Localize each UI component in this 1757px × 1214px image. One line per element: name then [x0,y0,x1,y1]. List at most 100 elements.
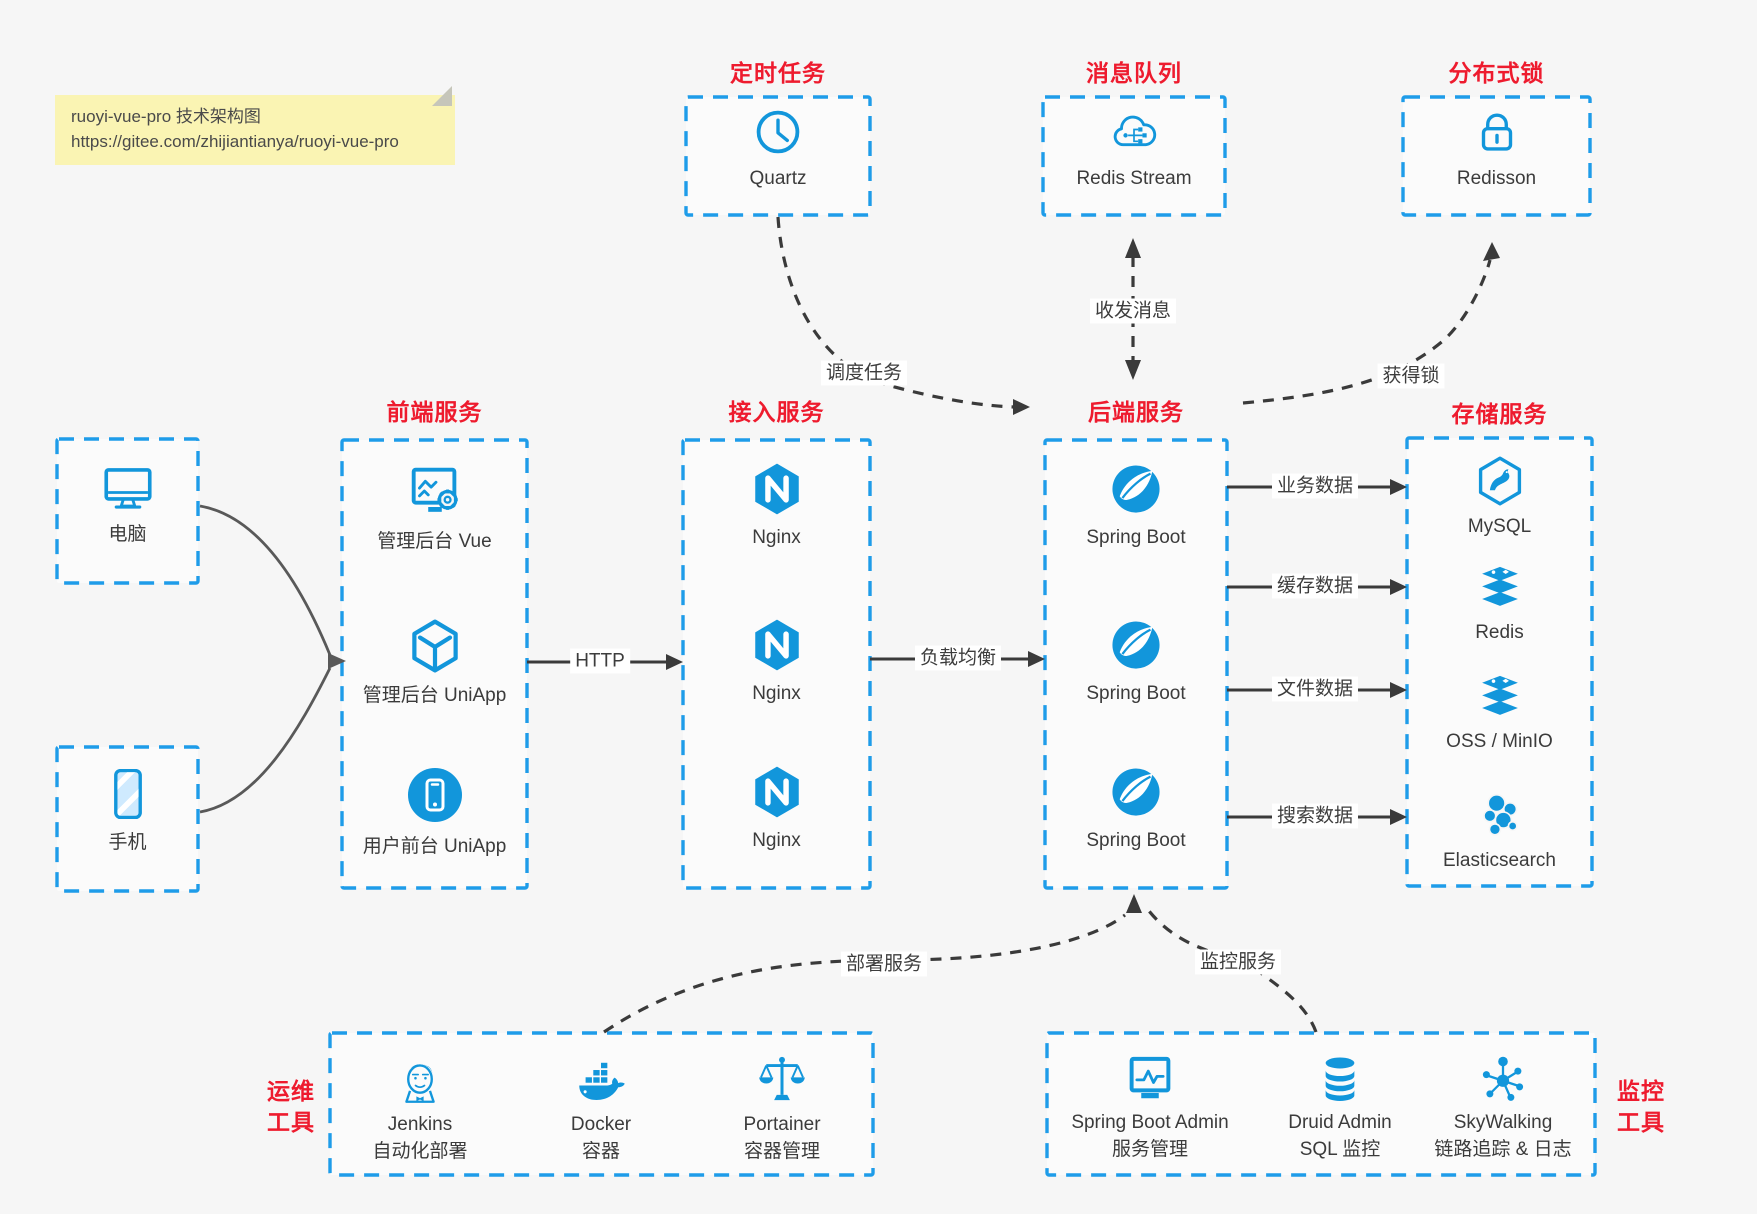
node-portainer: Portainer 容器管理 [702,1051,862,1163]
group-title-distributed-lock: 分布式锁 [1448,60,1545,86]
ops-tools-group: Jenkins 自动化部署 Docker 容器 Portainer 容器管理 [330,1033,873,1175]
docker-icon [572,1051,630,1109]
node-label: 手机 [108,832,147,853]
edge-label-load-balance: 负载均衡 [914,645,1002,671]
group-title-message-queue: 消息队列 [1086,60,1182,86]
ops-tools-title-line1: 运维 [267,1078,315,1104]
node-label: Redisson [1456,168,1537,189]
node-label: OSS / MinIO [1446,731,1553,752]
node-spring-boot-3: Spring Boot [1045,763,1227,852]
node-spring-boot-2: Spring Boot [1045,616,1227,705]
node-label: Spring Boot Admin [1071,1112,1229,1133]
node-druid-admin: Druid Admin SQL 监控 [1255,1051,1425,1161]
node-redis-stream: Redis Stream [1043,105,1225,190]
spring-icon [1107,763,1165,821]
node-sublabel: 容器 [581,1141,620,1162]
client-phone-group: 手机 [57,747,198,891]
monitor-tools-title: 监控 工具 [1612,1076,1670,1138]
node-quartz: Quartz [686,105,870,190]
node-user-uniapp: 用户前台 UniApp [342,763,527,858]
redis-stack-icon [1474,562,1526,614]
spring-boot-admin-icon [1122,1051,1178,1107]
scheduled-task-group: Quartz [686,97,870,215]
nginx-icon [748,460,806,518]
node-skywalking: SkyWalking 链路追踪 & 日志 [1403,1051,1603,1161]
mysql-icon [1473,454,1527,508]
elasticsearch-icon [1473,788,1527,842]
node-label: Spring Boot [1086,527,1186,548]
node-label: MySQL [1467,516,1532,537]
node-oss-minio: OSS / MinIO [1407,671,1592,753]
monitor-tools-title-line2: 工具 [1617,1109,1665,1135]
node-sublabel: 自动化部署 [372,1141,468,1162]
storage-services-group: MySQL Redis OSS / MinIO Elasticsearch [1407,438,1592,886]
group-title-storage: 存储服务 [1451,401,1548,427]
node-label: Jenkins [387,1114,453,1135]
group-title-frontend: 前端服务 [386,399,483,425]
node-redisson: Redisson [1403,105,1590,190]
node-label: 电脑 [108,524,147,545]
node-sublabel: 链路追踪 & 日志 [1434,1139,1572,1160]
edge-label-schedule-task: 调度任务 [820,360,908,386]
node-label: Druid Admin [1288,1112,1392,1133]
uniapp-cube-icon [405,616,465,676]
mobile-icon [98,763,158,825]
node-label: 用户前台 UniApp [362,836,507,857]
node-docker: Docker 容器 [521,1051,681,1163]
monitor-tools-group: Spring Boot Admin 服务管理 Druid Admin SQL 监… [1047,1033,1595,1175]
node-label: Nginx [752,830,801,851]
node-label: Redis [1475,622,1524,643]
monitor-tools-title-line1: 监控 [1617,1078,1665,1104]
edge-label-file-data: 文件数据 [1271,676,1359,702]
edge-label-search-data: 搜索数据 [1271,803,1359,829]
spring-icon [1107,616,1165,674]
node-admin-uniapp: 管理后台 UniApp [342,616,527,707]
access-services-group: Nginx Nginx Nginx [683,440,870,888]
node-sublabel: 容器管理 [743,1141,820,1162]
nginx-icon [748,616,806,674]
edge-label-acquire-lock: 获得锁 [1377,363,1445,389]
edge-label-http: HTTP [570,648,630,674]
ops-tools-title: 运维 工具 [262,1076,320,1138]
note-title: ruoyi-vue-pro 技术架构图 [71,107,261,126]
ops-tools-title-line2: 工具 [267,1109,315,1135]
node-label: Portainer [743,1114,821,1135]
node-jenkins: Jenkins 自动化部署 [340,1051,500,1163]
edge-label-send-receive-message: 收发消息 [1089,298,1177,324]
spring-icon [1107,460,1165,518]
node-sublabel: 服务管理 [1111,1139,1188,1160]
druid-icon [1313,1051,1367,1107]
message-queue-group: Redis Stream [1043,97,1225,215]
group-title-access: 接入服务 [728,399,825,425]
node-label: Spring Boot [1086,830,1186,851]
node-phone: 手机 [57,763,198,854]
skywalking-icon [1475,1051,1531,1107]
node-nginx-2: Nginx [683,616,870,705]
node-label: SkyWalking [1453,1112,1553,1133]
node-spring-boot-admin: Spring Boot Admin 服务管理 [1050,1051,1250,1161]
note-fold-icon [432,86,452,106]
edge-label-deploy-service: 部署服务 [840,951,928,977]
node-label: 管理后台 Vue [377,531,492,552]
distributed-lock-group: Redisson [1403,97,1590,215]
node-label: Quartz [749,168,807,189]
oss-stack-icon [1474,671,1526,723]
admin-vue-icon [404,460,466,522]
node-spring-boot-1: Spring Boot [1045,460,1227,549]
cloud-network-icon [1105,105,1163,159]
node-label: Elasticsearch [1443,850,1556,871]
node-label: Spring Boot [1086,683,1186,704]
sticky-note: ruoyi-vue-pro 技术架构图 https://gitee.com/zh… [55,86,455,165]
client-computer-group: 电脑 [57,439,198,583]
edge-label-cache-data: 缓存数据 [1271,573,1359,599]
backend-services-group: Spring Boot Spring Boot Spring Boot [1045,440,1227,888]
group-title-scheduled-task: 定时任务 [730,60,826,86]
node-label: Redis Stream [1076,168,1192,189]
node-label: 管理后台 UniApp [362,685,507,706]
node-computer: 电脑 [57,459,198,546]
frontend-services-group: 管理后台 Vue 管理后台 UniApp 用户前台 UniApp [342,440,527,888]
jenkins-icon [391,1051,449,1109]
nginx-icon [748,763,806,821]
node-label: Nginx [752,683,801,704]
